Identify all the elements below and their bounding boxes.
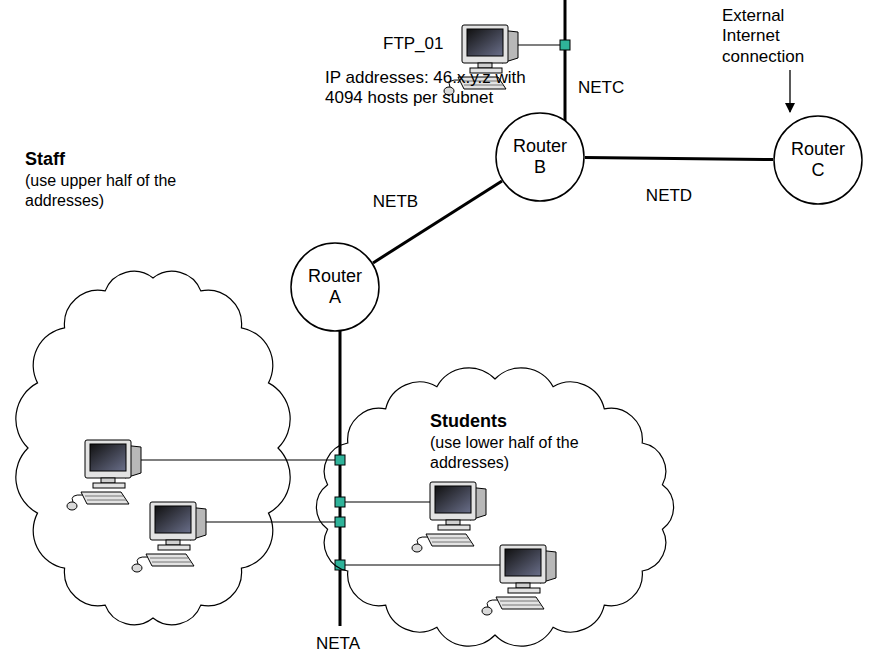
- host-link: [141, 459, 340, 460]
- group-heading: Students: [430, 410, 600, 433]
- router-name: Router B: [510, 136, 570, 177]
- staff-computer: [67, 440, 141, 510]
- router-circle-outline: [496, 113, 584, 201]
- host-link: [340, 501, 430, 502]
- diagram-label: External Internet connection: [722, 6, 817, 67]
- router-circle-outline: [774, 116, 862, 204]
- cloud-outline: [8, 148, 303, 648]
- diagram-label: NETC: [578, 78, 624, 98]
- router-circle: Router A: [290, 242, 380, 332]
- host-link: [518, 44, 565, 45]
- user-group-cloud: Staff(use upper half of the addresses): [8, 148, 303, 648]
- user-group-cloud: Students(use lower half of the addresses…: [300, 365, 690, 655]
- cloud-shape: [316, 368, 673, 646]
- diagram-label: FTP_01: [383, 34, 443, 54]
- router-name: Router C: [788, 139, 848, 180]
- group-heading: Staff: [25, 148, 205, 171]
- network-name: NETD: [644, 186, 694, 206]
- interface-port: [560, 40, 570, 50]
- router-circle: Router C: [773, 115, 863, 205]
- network-link: [585, 157, 773, 159]
- diagram-label: IP addresses: 46.x.y.z with 4094 hosts p…: [325, 68, 530, 109]
- host-link: [340, 564, 500, 565]
- internet-arrow: [789, 70, 790, 112]
- diagram-label: NETA: [316, 634, 360, 654]
- staff-computer: [132, 502, 206, 572]
- cloud-shape: [16, 271, 290, 624]
- cloud-outline: [300, 365, 690, 655]
- router-name: Router A: [305, 266, 365, 307]
- interface-port: [335, 455, 345, 465]
- interface-port: [335, 517, 345, 527]
- interface-port: [335, 497, 345, 507]
- network-name: NETB: [371, 192, 420, 212]
- router-circle-outline: [291, 243, 379, 331]
- group-note: (use lower half of the addresses): [430, 433, 600, 473]
- router-circle: Router B: [495, 112, 585, 202]
- student-computer: [482, 545, 556, 615]
- group-note: (use upper half of the addresses): [25, 171, 205, 211]
- student-computer: [412, 482, 486, 552]
